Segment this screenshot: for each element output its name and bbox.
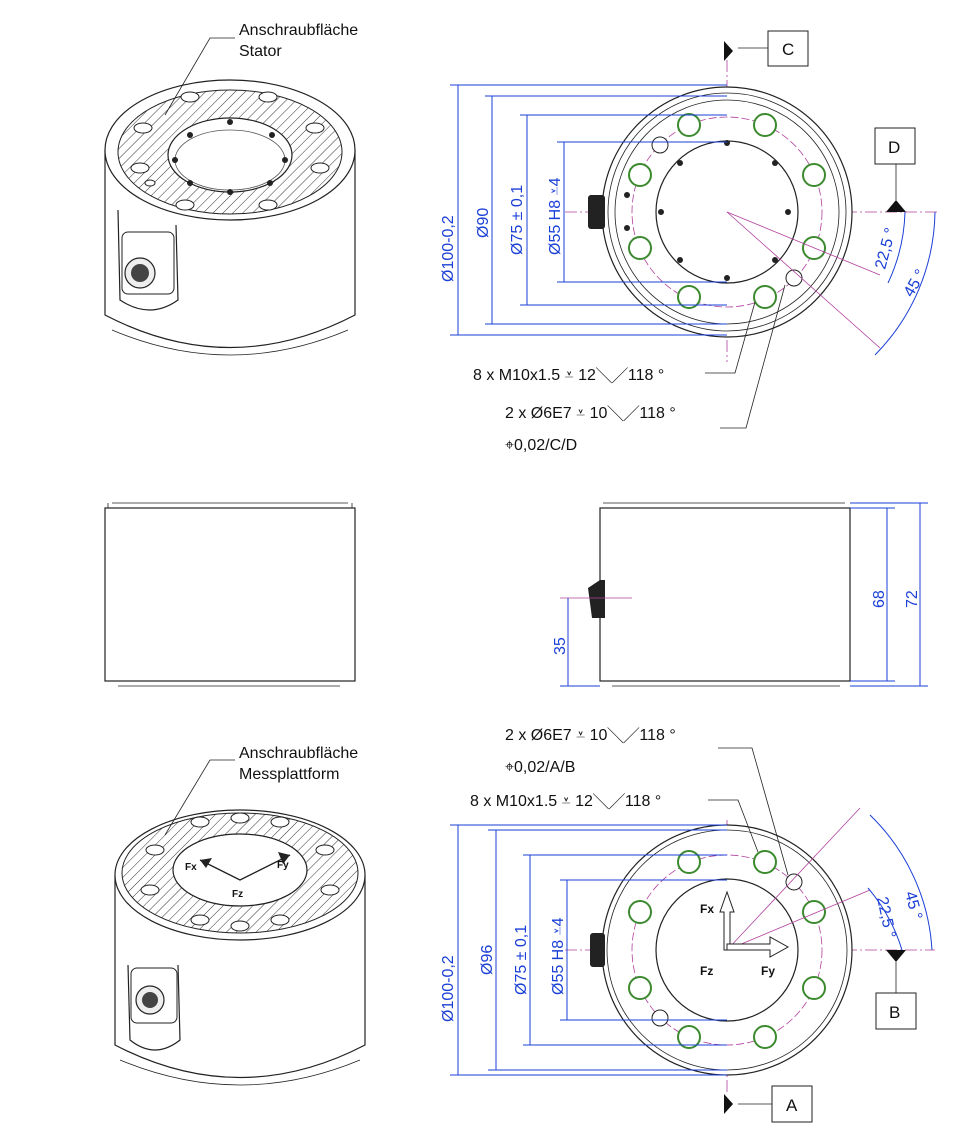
angle-bottom-22-5: 22,5 ° — [873, 895, 898, 940]
callout-top-thread: 8 x M10x1.5 ⩡ 12╲╱118 ° — [473, 367, 664, 384]
callout-bottom-thread: 8 x M10x1.5 ⩡ 12╲╱118 ° — [470, 793, 661, 810]
side-view-right: 35 68 72 — [552, 502, 928, 687]
label-anschraubflaeche-stator-1: Anschraubfläche — [239, 22, 358, 39]
label-anschraubflaeche-stator-2: Stator — [239, 43, 282, 60]
axis-fx: Fx — [700, 902, 714, 916]
dim-top-75: Ø75 ± 0,1 — [509, 185, 526, 255]
plan-view-bottom: Fx Fy Fz B A Ø100-0,2 Ø96 Ø75 — [440, 727, 935, 1123]
axis-fz: Fz — [700, 964, 713, 978]
label-anschraubflaeche-mess-1: Anschraubfläche — [239, 745, 358, 762]
side-view-left — [104, 502, 356, 687]
datum-box-c: C — [782, 40, 794, 59]
iso-axis-fz: Fz — [232, 889, 243, 900]
datum-box-d: D — [888, 138, 900, 157]
dim-top-90: Ø90 — [475, 208, 492, 238]
callout-bottom-pin: 2 x Ø6E7 ⩡ 10╲╱118 ° — [505, 727, 676, 744]
callout-top-tolerance: ⌖0,02/C/D — [505, 437, 577, 454]
dim-top-55: Ø55 H8 ⩡4 — [547, 177, 564, 255]
plan-view-top: C D Ø100-0,2 Ø90 Ø75 ± 0,1 Ø55 H8 ⩡4 22 — [440, 30, 940, 454]
iso-view-stator: Anschraubfläche Stator — [104, 22, 358, 356]
label-anschraubflaeche-mess-2: Messplattform — [239, 766, 339, 783]
callout-bottom-tolerance: ⌖0,02/A/B — [505, 759, 575, 776]
dim-side-72: 72 — [904, 590, 921, 608]
dim-bottom-100: Ø100-0,2 — [440, 955, 457, 1022]
dim-bottom-55: Ø55 H8 ⩡4 — [550, 917, 567, 995]
dim-top-100: Ø100-0,2 — [440, 215, 457, 282]
dim-bottom-96: Ø96 — [479, 945, 496, 975]
callout-top-pin: 2 x Ø6E7 ⩡ 10╲╱118 ° — [505, 405, 676, 422]
dim-side-68: 68 — [871, 590, 888, 608]
angle-bottom-45: 45 ° — [901, 890, 925, 922]
iso-axis-fx: Fx — [185, 862, 197, 873]
axis-fy: Fy — [761, 964, 775, 978]
datum-box-b: B — [889, 1003, 900, 1022]
connector-block — [588, 195, 605, 229]
dim-side-35: 35 — [552, 637, 569, 655]
datum-box-a: A — [786, 1096, 798, 1115]
iso-axis-fy: Fy — [277, 860, 289, 871]
connector-block-bottom — [590, 933, 605, 967]
iso-view-messplattform: Fx Fy Fz Anschraubfläche Messplattform — [114, 745, 366, 1086]
dim-bottom-75: Ø75 ± 0,1 — [513, 925, 530, 995]
